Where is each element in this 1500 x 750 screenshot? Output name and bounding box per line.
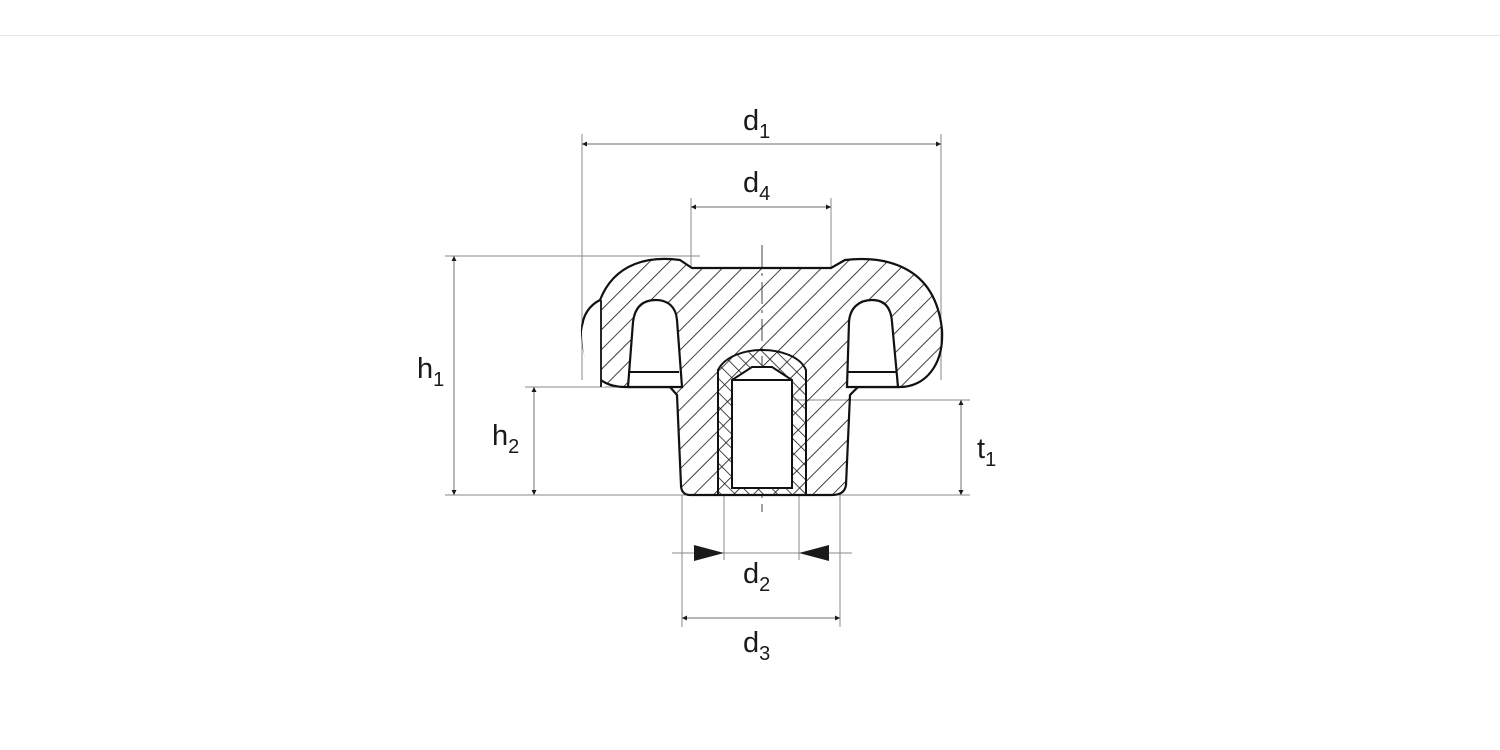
knob-section bbox=[580, 257, 944, 497]
label-d4: d4 bbox=[743, 167, 770, 205]
label-d3: d3 bbox=[743, 627, 770, 665]
label-h1: h1 bbox=[417, 353, 444, 391]
label-t1: t1 bbox=[977, 433, 996, 471]
dim-d2-arrow-right bbox=[799, 545, 829, 561]
label-d2: d2 bbox=[743, 558, 770, 596]
label-h2: h2 bbox=[492, 420, 519, 458]
label-d1: d1 bbox=[743, 105, 770, 143]
dim-d2-arrow-left bbox=[694, 545, 724, 561]
dimension-lines bbox=[451, 141, 964, 621]
top-divider-bar bbox=[0, 0, 1500, 36]
